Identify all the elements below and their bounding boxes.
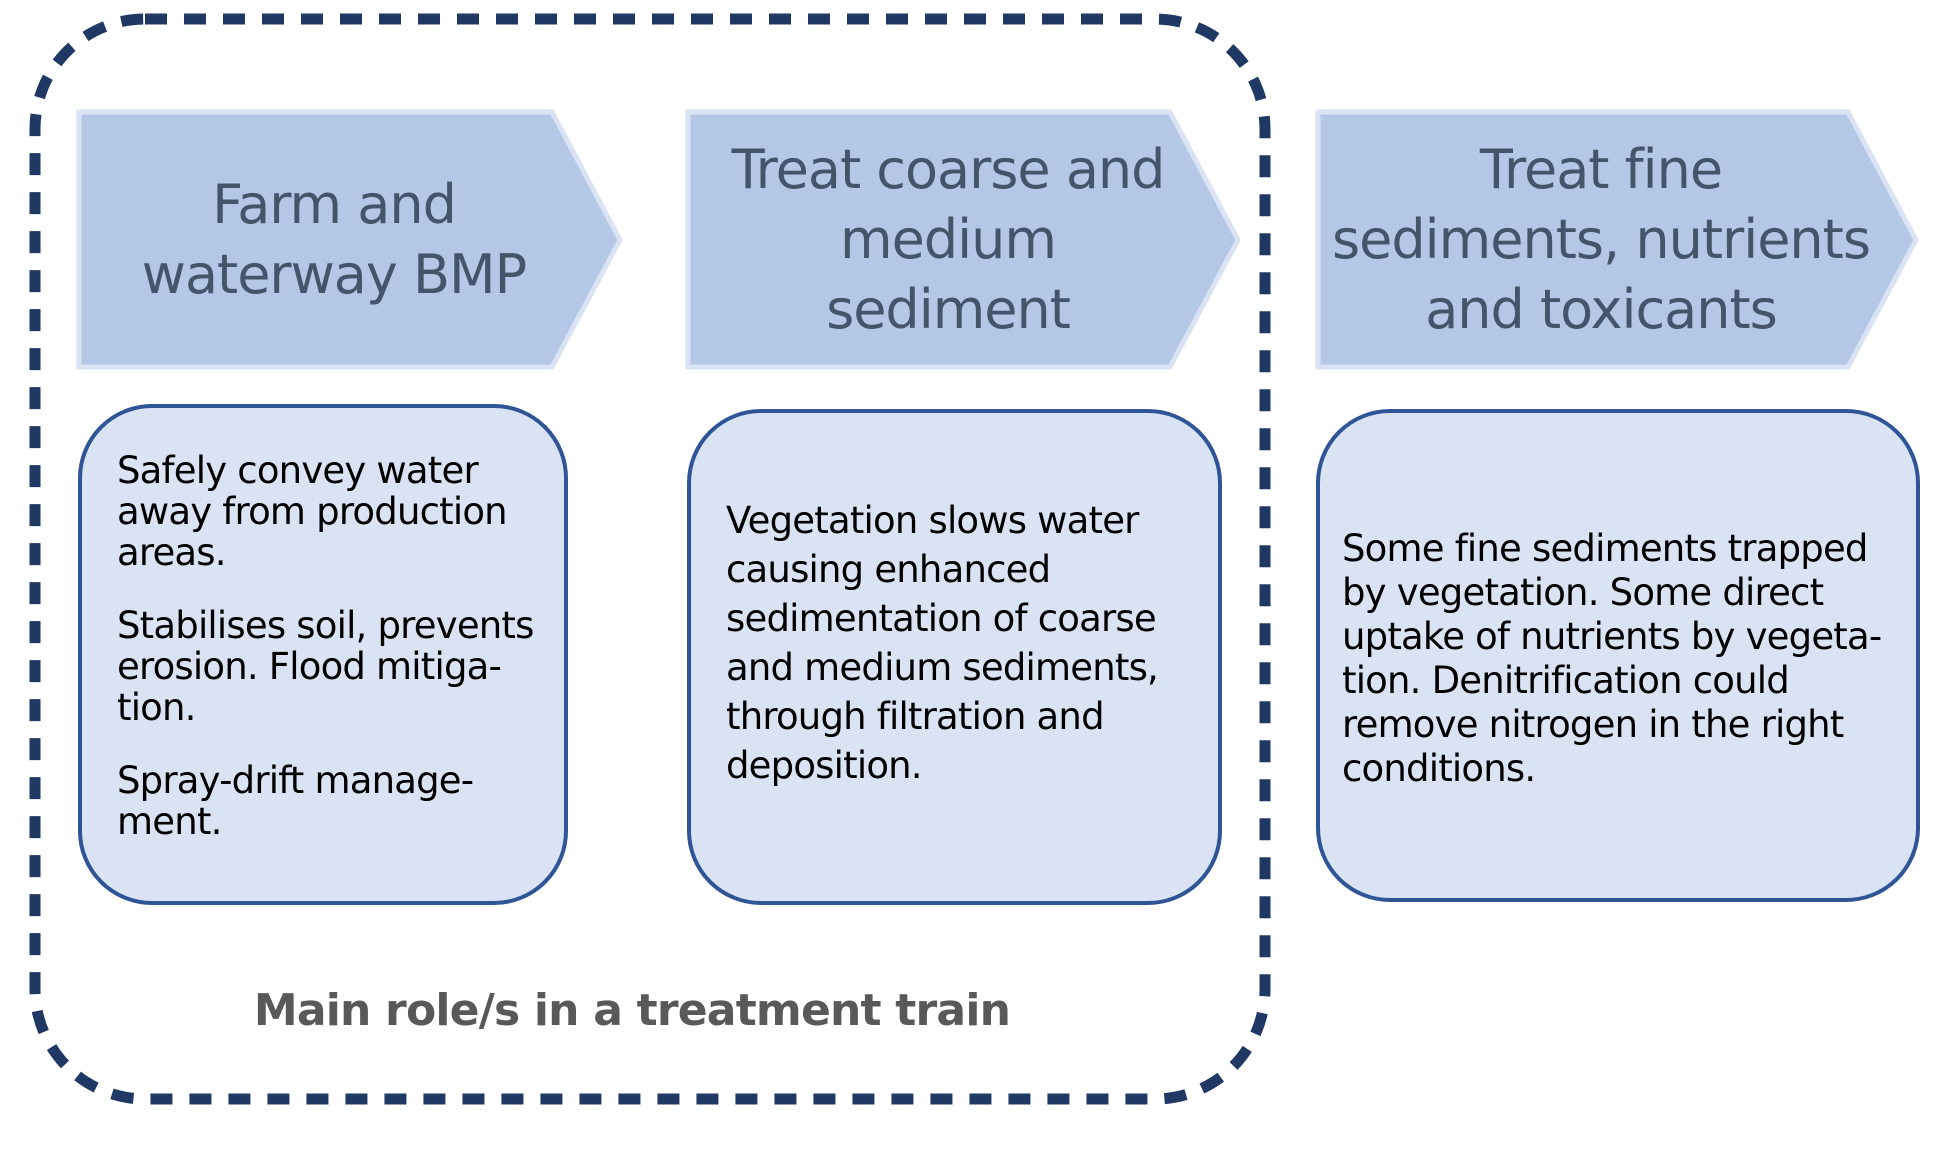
stage-2-title: Treat coarse and medium sediment [731, 137, 1166, 341]
stage-3-description: Some fine sediments trapped by vegetatio… [1342, 527, 1912, 791]
stage-1-description-paragraph: Stabilises soil, prevents erosion. Flood… [117, 604, 534, 729]
chevron-stage-1 [76, 109, 623, 370]
description-box-stage-3 [1316, 409, 1920, 902]
description-box-stage-1 [78, 404, 568, 905]
stage-2-description: Vegetation slows water causing enhanced … [726, 496, 1206, 790]
stage-3-description-paragraph: Some fine sediments trapped by vegetatio… [1342, 527, 1882, 790]
description-box-stage-2 [687, 409, 1222, 905]
stage-3-title: Treat fine sediments, nutrients and toxi… [1332, 137, 1871, 341]
stage-1-title: Farm and waterway BMP [141, 172, 527, 306]
stage-1-description-paragraph: Safely convey water away from production… [117, 449, 508, 574]
treatment-train-group-border [29, 13, 1271, 1105]
stage-1-description-paragraph: Spray-drift manage- ment. [117, 759, 474, 843]
chevron-stage-3 [1315, 109, 1919, 370]
stage-1-description: Safely convey water away from production… [117, 450, 557, 842]
stage-2-description-paragraph: Vegetation slows water causing enhanced … [726, 499, 1159, 787]
chevron-stage-2 [685, 109, 1241, 370]
treatment-train-caption: Main role/s in a treatment train [253, 985, 1011, 1036]
